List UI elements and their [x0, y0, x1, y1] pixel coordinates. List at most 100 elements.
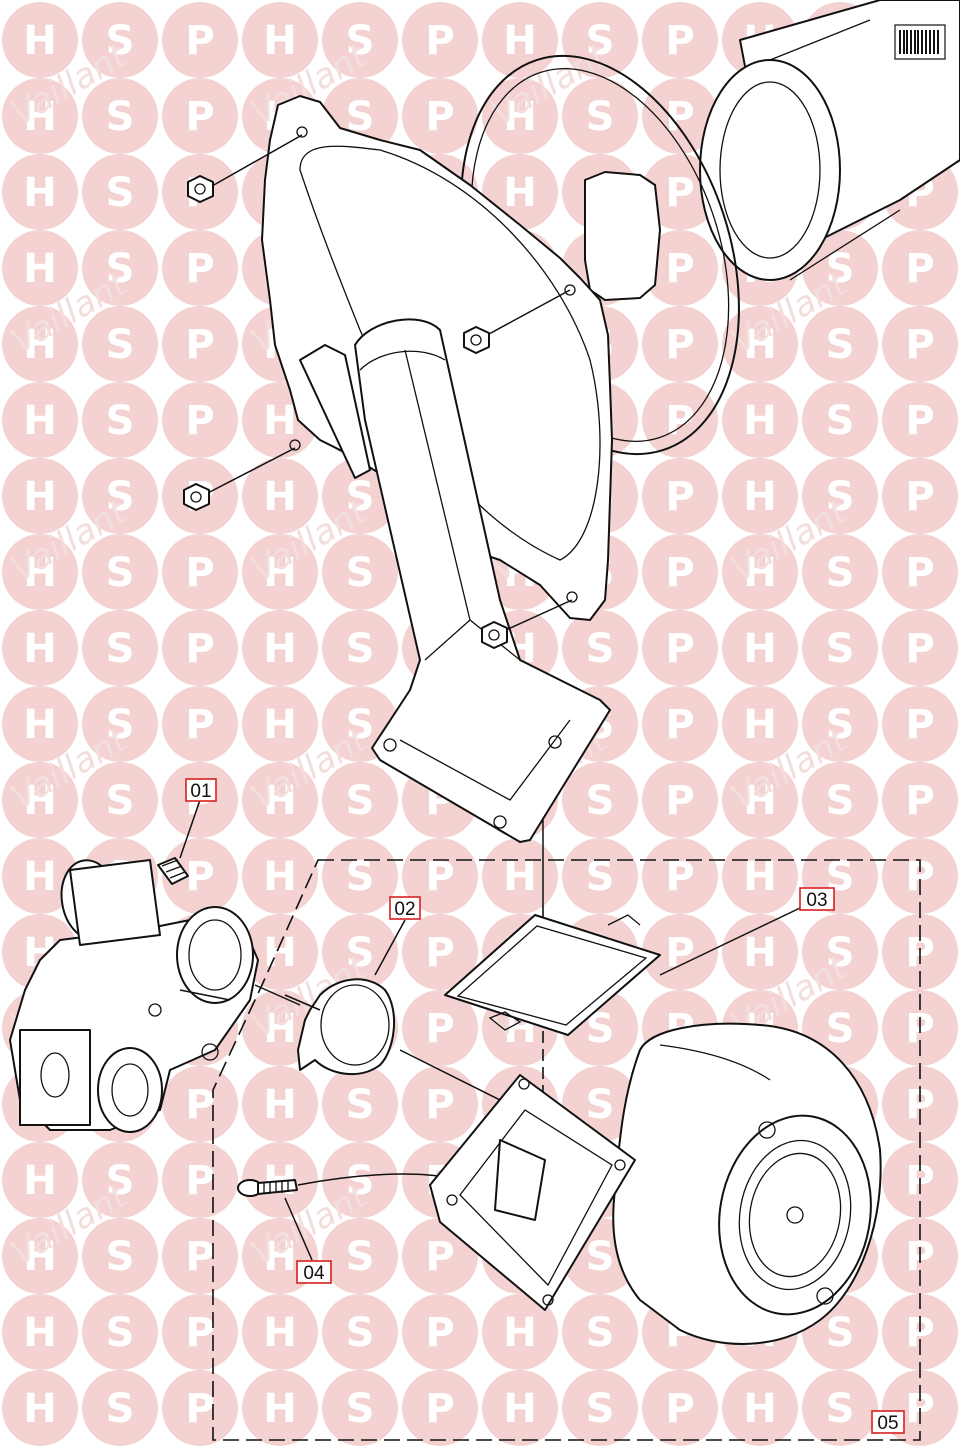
part-03-seal [444, 907, 801, 1036]
watermark-circle [882, 306, 958, 382]
watermark-circle [802, 1370, 878, 1446]
watermark-letter: S [586, 1234, 615, 1280]
watermark-circle [2, 534, 78, 610]
watermark-letter: H [23, 246, 56, 292]
watermark-circle [562, 838, 638, 914]
watermark-circle [322, 1142, 398, 1218]
watermark-letter: P [425, 1234, 454, 1280]
watermark-circle [162, 78, 238, 154]
callout-03: 03 [799, 887, 835, 911]
watermark-letter: S [106, 702, 135, 748]
watermark-circle [642, 154, 718, 230]
watermark-letter: H [743, 322, 776, 368]
watermark-circle [242, 458, 318, 534]
watermark-circle [162, 534, 238, 610]
watermark-letter: P [905, 246, 934, 292]
watermark-circle [2, 838, 78, 914]
watermark-letter: S [106, 1386, 135, 1432]
watermark-letter: S [106, 626, 135, 672]
watermark-letter: P [905, 550, 934, 596]
watermark-circle [162, 230, 238, 306]
part-01-test-nipple [157, 799, 201, 885]
watermark-circle [882, 230, 958, 306]
watermark-letter: P [665, 474, 694, 520]
watermark-letter: H [263, 1234, 296, 1280]
watermark-circle [242, 1142, 318, 1218]
watermark-letter: P [665, 930, 694, 976]
watermark-circle [242, 838, 318, 914]
watermark-letter: H [743, 626, 776, 672]
watermark-circle [562, 1294, 638, 1370]
watermark-letter: H [23, 398, 56, 444]
watermark-letter: S [346, 854, 375, 900]
watermark-letter: H [263, 550, 296, 596]
watermark-circle [242, 1066, 318, 1142]
watermark-letter: S [586, 18, 615, 64]
watermark-letter: P [665, 170, 694, 216]
watermark-letter: H [743, 550, 776, 596]
watermark-circle [402, 914, 478, 990]
watermark-letter: S [826, 626, 855, 672]
watermark-letter: H [263, 778, 296, 824]
burner-cylinder [699, 0, 960, 281]
watermark-letter: P [665, 778, 694, 824]
watermark-circle [562, 1370, 638, 1446]
watermark-letter: P [185, 1234, 214, 1280]
watermark-letter: S [106, 170, 135, 216]
svg-text:03: 03 [806, 890, 827, 911]
watermark-letter: S [106, 18, 135, 64]
watermark-letter: P [185, 322, 214, 368]
watermark-circle [882, 838, 958, 914]
watermark-letter: H [23, 1158, 56, 1204]
watermark-letter: S [106, 1158, 135, 1204]
watermark-circle [242, 2, 318, 78]
watermark-letter: P [185, 1310, 214, 1356]
watermark-letter: P [185, 18, 214, 64]
watermark-letter: S [106, 1310, 135, 1356]
watermark-circle [882, 1066, 958, 1142]
watermark-circle [162, 610, 238, 686]
watermark-circle [82, 458, 158, 534]
svg-text:05: 05 [877, 1413, 898, 1434]
watermark-circle [322, 838, 398, 914]
watermark-circle [2, 78, 78, 154]
watermark-circle [562, 610, 638, 686]
watermark-circle [242, 610, 318, 686]
watermark-letter: H [23, 778, 56, 824]
watermark-circle [82, 1294, 158, 1370]
watermark-circle [802, 534, 878, 610]
watermark-letter: P [425, 930, 454, 976]
watermark-letter: S [346, 702, 375, 748]
watermark-letter: H [263, 474, 296, 520]
watermark-circle [642, 914, 718, 990]
watermark-circle [802, 382, 878, 458]
watermark-letter: P [185, 550, 214, 596]
barcode-label [894, 24, 946, 60]
watermark-circle [82, 1218, 158, 1294]
watermark-circle [722, 914, 798, 990]
watermark-circle [322, 610, 398, 686]
watermark-letter: S [586, 1082, 615, 1128]
watermark-letter: H [263, 1310, 296, 1356]
watermark-letter: P [185, 702, 214, 748]
watermark-circle [402, 1294, 478, 1370]
watermark-circle [802, 306, 878, 382]
watermark-circle [562, 762, 638, 838]
watermark-letter: H [263, 626, 296, 672]
watermark-letter: H [503, 1386, 536, 1432]
watermark-letter: H [263, 1082, 296, 1128]
watermark-circle [642, 2, 718, 78]
watermark-circle [882, 762, 958, 838]
watermark-letter: H [23, 1310, 56, 1356]
watermark-letter: P [425, 1386, 454, 1432]
watermark-letter: H [263, 702, 296, 748]
watermark-letter: H [23, 854, 56, 900]
watermark-letter: P [905, 778, 934, 824]
watermark-letter: P [905, 398, 934, 444]
watermark-letter: H [743, 398, 776, 444]
fan-assembly-boundary [212, 859, 921, 1441]
watermark-circle [722, 458, 798, 534]
callout-02: 02 [389, 896, 421, 920]
watermark-circle [2, 2, 78, 78]
